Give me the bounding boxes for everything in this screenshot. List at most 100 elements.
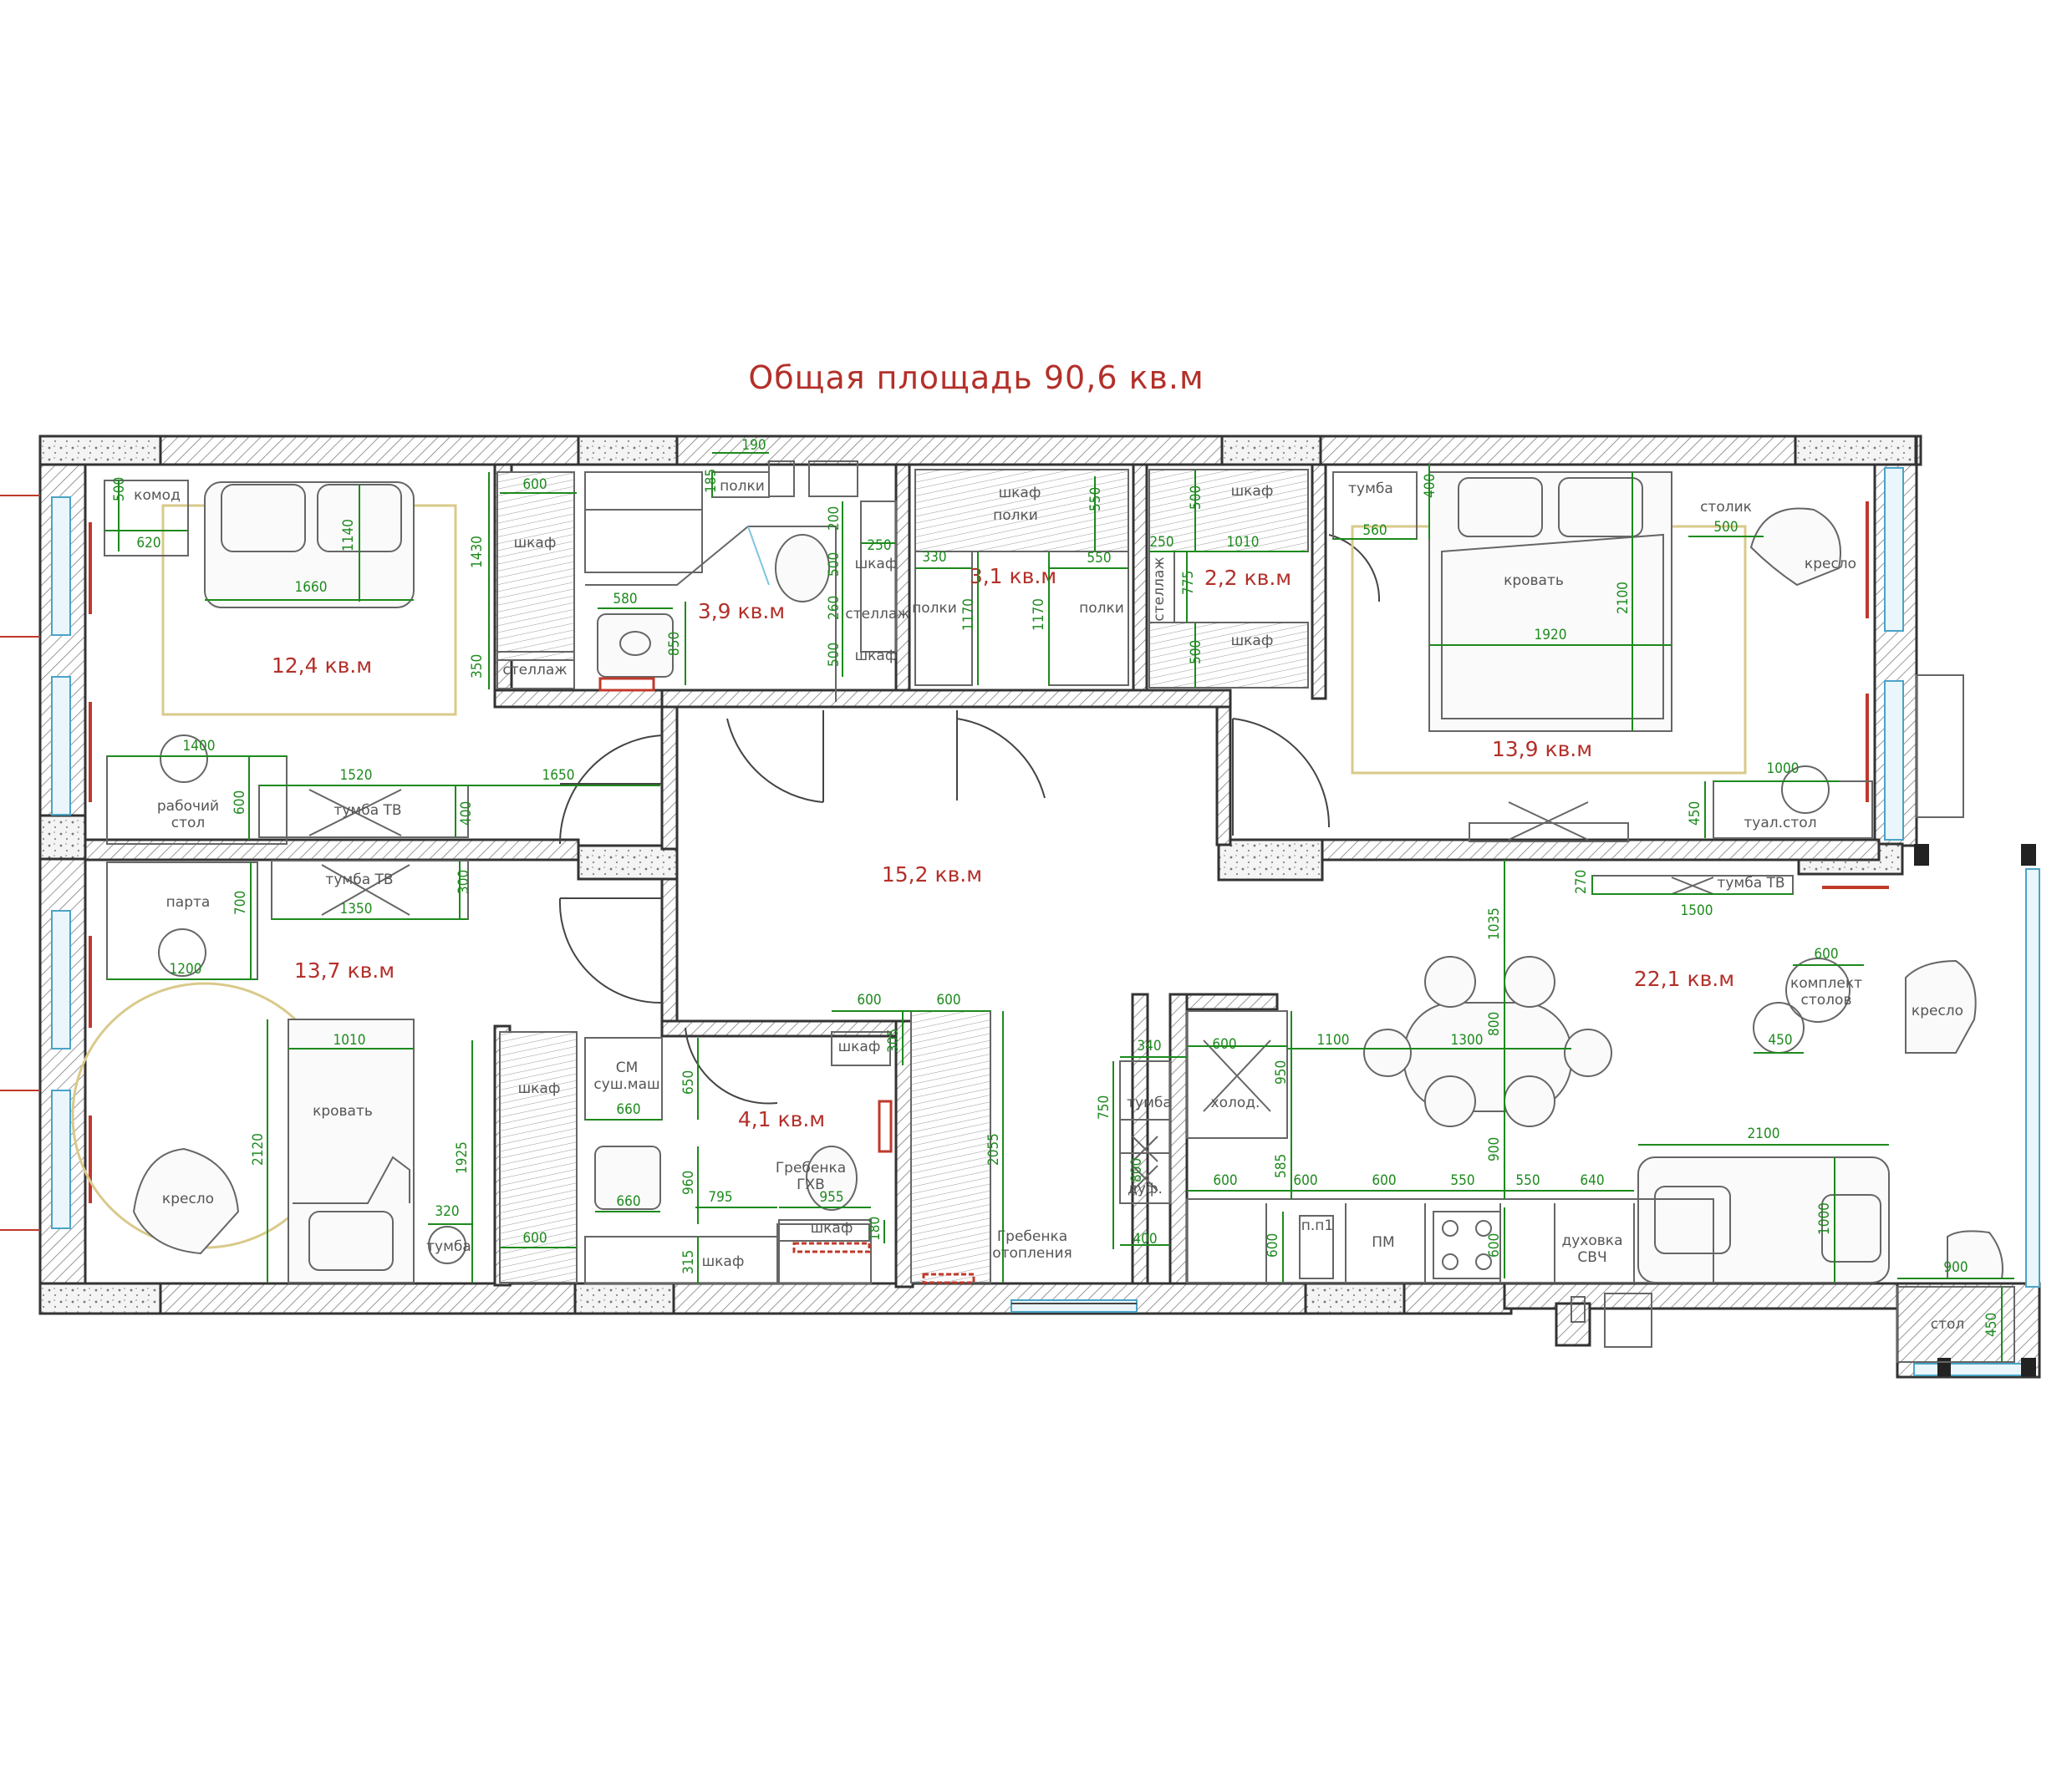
- dim-180: 180: [867, 1217, 883, 1241]
- dim-775: 775: [1180, 571, 1197, 595]
- area-kitchen: 22,1 кв.м: [1634, 967, 1734, 991]
- label-komplekt: комплект: [1790, 975, 1862, 992]
- dim-1925: 1925: [454, 1141, 471, 1174]
- dim-1400: 1400: [183, 738, 216, 755]
- dim-600c: 600: [522, 1230, 547, 1247]
- dim-1660: 1660: [295, 579, 328, 596]
- dimension-labels: 500 620 1140 1660 600 1430 350 190 185 5…: [111, 437, 2000, 1337]
- dim-585: 585: [1273, 1154, 1290, 1178]
- dim-1170b: 1170: [1031, 598, 1047, 631]
- outer-walls: [38, 435, 2041, 1379]
- dim-600b: 600: [232, 790, 248, 815]
- dim-1000a: 1000: [1767, 760, 1800, 777]
- label-shkaf-bath-3: шкаф: [811, 1220, 853, 1237]
- dim-600i: 600: [1293, 1172, 1317, 1189]
- label-shkaf-w2: шкаф: [1231, 483, 1274, 500]
- dim-600l: 600: [1486, 1233, 1503, 1258]
- label-shkaf-1: шкаф: [514, 535, 557, 551]
- label-tumba-bed: тумба: [1348, 480, 1393, 497]
- plan-title: Общая площадь 90,6 кв.м: [748, 359, 1204, 396]
- area-living-left: 12,4 кв.м: [272, 653, 372, 678]
- dim-1650: 1650: [542, 767, 575, 784]
- dim-500b: 500: [826, 552, 843, 577]
- dim-1500: 1500: [1681, 902, 1713, 919]
- dim-300: 300: [456, 870, 472, 894]
- label-tumba-kitchen: тумба: [1127, 1095, 1172, 1111]
- label-polki-w1b: полки: [912, 600, 957, 617]
- room-wardrobe-1: шкаф полки полки полки 3,1 кв.м: [912, 469, 1129, 686]
- dim-320: 320: [435, 1203, 459, 1220]
- dim-800a: 800: [1128, 1158, 1145, 1182]
- label-rabochiy: рабочий: [157, 798, 219, 815]
- label-pp1: п.п1: [1301, 1217, 1333, 1234]
- dim-550b: 550: [1087, 550, 1111, 567]
- dim-1170a: 1170: [960, 598, 977, 631]
- label-tumba-tv-3: тумба ТВ: [1717, 875, 1784, 892]
- dim-550a: 550: [1087, 487, 1104, 511]
- room-kitchen: тумба ТВ комплект столов кресло стол хол…: [1119, 875, 2015, 1363]
- dim-600g: 600: [1212, 1036, 1236, 1053]
- room-living-left: комод шкаф стеллаж 12,4 кв.м рабочий сто…: [104, 471, 575, 845]
- area-wc: 3,9 кв.м: [698, 599, 785, 623]
- label-tual-stol: туал.стол: [1744, 815, 1816, 831]
- label-kreslo-bed: кресло: [1805, 556, 1856, 572]
- dimension-lines: [104, 452, 2014, 1362]
- dim-250b: 250: [1149, 534, 1173, 551]
- room-bedroom: кровать тумба столик кресло туал.стол 13…: [1332, 471, 1873, 842]
- dim-620: 620: [136, 535, 160, 551]
- label-polki-w1c: полки: [1079, 600, 1124, 617]
- dim-340: 340: [1137, 1038, 1161, 1055]
- dim-1350: 1350: [340, 901, 373, 917]
- dim-1140: 1140: [340, 519, 357, 551]
- dim-900b: 900: [1943, 1259, 1968, 1276]
- area-bath: 4,1 кв.м: [738, 1107, 825, 1131]
- room-kids: парта тумба ТВ кресло кровать тумба шкаф…: [71, 860, 578, 1283]
- label-kreslo-kids: кресло: [162, 1191, 214, 1207]
- dim-190: 190: [741, 437, 766, 454]
- label-cm: СМ: [616, 1060, 639, 1076]
- label-kreslo-kitchen: кресло: [1912, 1003, 1963, 1019]
- label-shkaf-wc: шкаф: [855, 556, 898, 572]
- dim-660a: 660: [616, 1101, 640, 1118]
- label-holod: холод.: [1211, 1095, 1260, 1111]
- area-hall: 15,2 кв.м: [882, 862, 982, 887]
- label-svch: СВЧ: [1577, 1249, 1606, 1266]
- label-shkaf-w2b: шкаф: [1231, 633, 1274, 649]
- label-pm: ПМ: [1372, 1234, 1394, 1251]
- dim-1920: 1920: [1535, 627, 1567, 643]
- area-wardrobe-1: 3,1 кв.м: [970, 564, 1056, 588]
- room-bath: СМ суш.маш шкаф шкаф шкаф Гребенка ГХВ Г…: [584, 1010, 1072, 1284]
- dim-1520: 1520: [340, 767, 373, 784]
- dim-2055: 2055: [985, 1133, 1002, 1166]
- area-kids: 13,7 кв.м: [294, 958, 395, 983]
- label-shkaf-wc-2: шкаф: [855, 648, 898, 664]
- dim-600j: 600: [1372, 1172, 1396, 1189]
- dim-550c: 550: [1450, 1172, 1474, 1189]
- dim-450a: 450: [1687, 801, 1703, 826]
- label-shkaf-kids: шкаф: [518, 1080, 561, 1097]
- dim-2100b: 2100: [1748, 1126, 1780, 1142]
- dim-560: 560: [1362, 522, 1387, 539]
- dim-800b: 800: [1486, 1012, 1503, 1036]
- label-polki-1: полки: [720, 478, 765, 495]
- label-parta: парта: [166, 894, 211, 911]
- label-shkaf-w1: шкаф: [999, 485, 1041, 501]
- dim-650: 650: [680, 1070, 697, 1095]
- dim-1430: 1430: [469, 536, 486, 568]
- label-sush-mash: суш.маш: [593, 1076, 659, 1093]
- dim-580: 580: [613, 591, 637, 607]
- dim-600h: 600: [1213, 1172, 1237, 1189]
- dim-500a: 500: [111, 477, 128, 501]
- label-shkaf-bath: шкаф: [702, 1253, 745, 1270]
- dim-950: 950: [1273, 1060, 1290, 1085]
- label-tumba-kids: тумба: [426, 1238, 471, 1255]
- dim-400c: 400: [1133, 1231, 1157, 1248]
- label-stolov: столов: [1801, 992, 1852, 1009]
- dim-270: 270: [1573, 870, 1590, 894]
- dim-660b: 660: [616, 1193, 640, 1210]
- dim-500c: 500: [826, 643, 843, 667]
- dim-955: 955: [819, 1189, 843, 1206]
- windows: [0, 467, 2040, 1376]
- dim-350: 350: [469, 654, 486, 678]
